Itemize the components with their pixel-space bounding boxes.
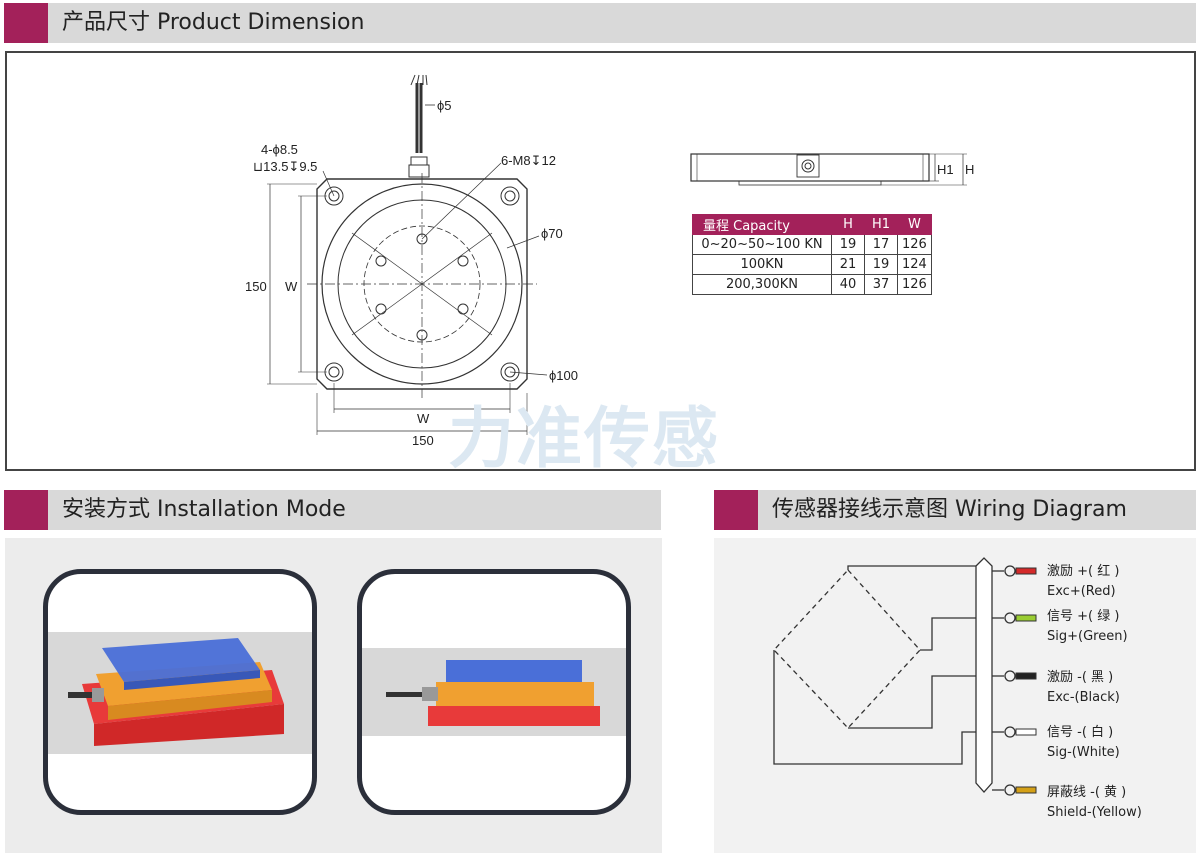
installation-image-perspective bbox=[43, 569, 317, 815]
header-accent bbox=[714, 490, 758, 530]
label-150-bottom: 150 bbox=[412, 433, 434, 448]
cell-h: 19 bbox=[831, 234, 865, 255]
cell-h: 21 bbox=[831, 254, 865, 275]
wire-label-cn: 屏蔽线 -( 黄 ) bbox=[1047, 785, 1127, 800]
label-cable-dia: ϕ5 bbox=[437, 98, 452, 113]
wire-label-en: Shield-(Yellow) bbox=[1047, 805, 1142, 820]
table-row: 0~20~50~100 KN 19 17 126 bbox=[692, 234, 932, 255]
header-h: H bbox=[831, 214, 865, 235]
dimension-panel: ϕ5 4-ϕ8.5 ⊔13.5↧9.5 6-M8↧12 ϕ70 ϕ100 150… bbox=[5, 51, 1196, 471]
label-dia-inner: ϕ70 bbox=[541, 226, 563, 241]
table-row: 200,300KN 40 37 126 bbox=[692, 274, 932, 295]
table-header-row: 量程 Capacity H H1 W bbox=[692, 214, 932, 235]
section-header-installation: 安装方式 Installation Mode bbox=[4, 490, 661, 530]
wire-label-cn: 激励 +( 红 ) bbox=[1047, 564, 1120, 579]
label-thread-spec: 6-M8↧12 bbox=[501, 153, 556, 168]
wire-label-en: Sig+(Green) bbox=[1047, 629, 1128, 644]
cell-h1: 37 bbox=[864, 274, 898, 295]
label-150-left: 150 bbox=[245, 279, 267, 294]
wire-label-exc-minus: 激励 -( 黑 ) Exc-(Black) bbox=[1047, 668, 1120, 708]
capacity-table: 量程 Capacity H H1 W 0~20~50~100 KN 19 17 … bbox=[692, 214, 932, 295]
cell-h1: 19 bbox=[864, 254, 898, 275]
label-hole-spec: 4-ϕ8.5 bbox=[261, 142, 298, 157]
dimension-drawing: ϕ5 4-ϕ8.5 ⊔13.5↧9.5 6-M8↧12 ϕ70 ϕ100 150… bbox=[245, 74, 974, 448]
wire-label-cn: 激励 -( 黑 ) bbox=[1047, 670, 1114, 685]
header-accent bbox=[4, 490, 48, 530]
header-capacity: 量程 Capacity bbox=[692, 214, 832, 235]
wire-label-shield: 屏蔽线 -( 黄 ) Shield-(Yellow) bbox=[1047, 783, 1142, 823]
label-h: H bbox=[965, 162, 974, 177]
cell-capacity: 0~20~50~100 KN bbox=[692, 234, 832, 255]
wiring-diagram bbox=[773, 557, 1037, 796]
section-header-wiring: 传感器接线示意图 Wiring Diagram bbox=[714, 490, 1196, 530]
load-cell-model-side bbox=[362, 648, 626, 736]
cell-h: 40 bbox=[831, 274, 865, 295]
wire-label-sig-minus: 信号 -( 白 ) Sig-(White) bbox=[1047, 723, 1120, 763]
cell-h1: 17 bbox=[864, 234, 898, 255]
load-cell-model-perspective bbox=[48, 632, 312, 754]
label-w-bottom: W bbox=[417, 411, 430, 426]
label-counterbore: ⊔13.5↧9.5 bbox=[253, 159, 317, 174]
wire-label-exc-plus: 激励 +( 红 ) Exc+(Red) bbox=[1047, 562, 1119, 602]
installation-panel bbox=[5, 538, 662, 853]
cell-w: 124 bbox=[897, 254, 932, 275]
section-title-installation: 安装方式 Installation Mode bbox=[62, 497, 346, 522]
installation-image-side bbox=[357, 569, 631, 815]
wiring-panel: 激励 +( 红 ) Exc+(Red) 信号 +( 绿 ) Sig+(Green… bbox=[714, 538, 1196, 853]
section-title-dimension: 产品尺寸 Product Dimension bbox=[62, 10, 365, 35]
watermark-text: 力准传感 bbox=[448, 400, 720, 477]
wire-label-cn: 信号 -( 白 ) bbox=[1047, 725, 1114, 740]
table-row: 100KN 21 19 124 bbox=[692, 254, 932, 275]
wire-label-en: Sig-(White) bbox=[1047, 745, 1120, 760]
wire-label-en: Exc+(Red) bbox=[1047, 584, 1116, 599]
label-h1: H1 bbox=[937, 162, 954, 177]
wire-label-cn: 信号 +( 绿 ) bbox=[1047, 609, 1120, 624]
wire-label-en: Exc-(Black) bbox=[1047, 690, 1120, 705]
cell-capacity: 200,300KN bbox=[692, 274, 832, 295]
cell-w: 126 bbox=[897, 274, 932, 295]
wire-label-sig-plus: 信号 +( 绿 ) Sig+(Green) bbox=[1047, 607, 1128, 647]
header-w: W bbox=[897, 214, 932, 235]
cell-w: 126 bbox=[897, 234, 932, 255]
label-w-left: W bbox=[285, 279, 298, 294]
section-header-dimension: 产品尺寸 Product Dimension bbox=[4, 3, 1196, 43]
header-accent bbox=[4, 3, 48, 43]
header-h1: H1 bbox=[864, 214, 898, 235]
section-title-wiring: 传感器接线示意图 Wiring Diagram bbox=[772, 497, 1127, 522]
cell-capacity: 100KN bbox=[692, 254, 832, 275]
label-dia-outer: ϕ100 bbox=[549, 368, 578, 383]
